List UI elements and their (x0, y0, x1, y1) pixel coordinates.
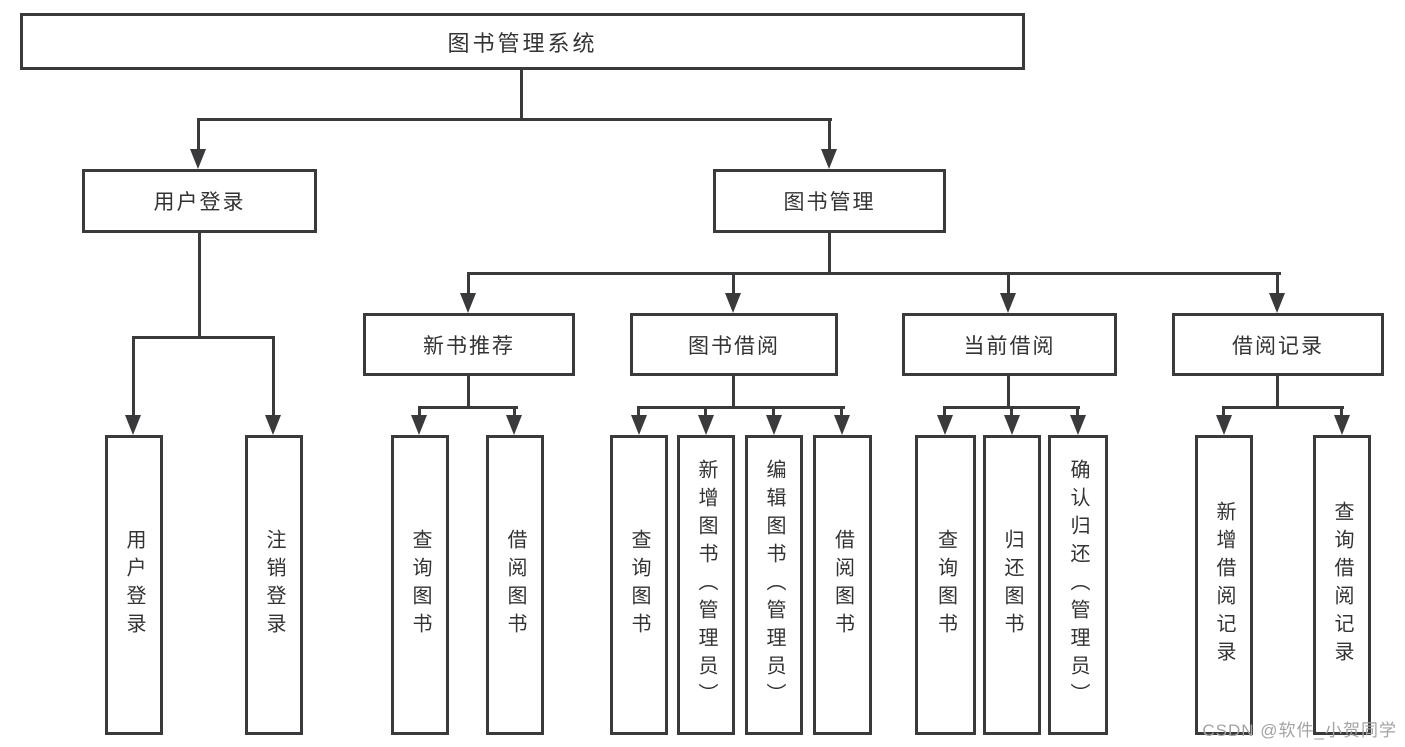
node-current-borrowing: 当前借阅 (902, 313, 1117, 376)
leaf-bb-add-book-admin: 新增图书（管理员） (677, 435, 735, 735)
node-current-borrowing-label: 当前借阅 (963, 334, 1056, 358)
connector-vline (513, 406, 516, 418)
connector-vline (637, 406, 640, 418)
connector-vline (704, 406, 707, 418)
connector-vline (840, 406, 843, 418)
connector-vline (1076, 406, 1079, 418)
arrowhead-down-icon (125, 415, 141, 435)
connector-vline (467, 272, 470, 296)
node-book-borrowing-label: 图书借阅 (688, 334, 780, 358)
arrowhead-down-icon (1269, 293, 1285, 313)
leaf-logout-login: 注销登录 (245, 435, 303, 735)
leaf-cb-query-books: 查询图书 (915, 435, 976, 735)
connector-vline (1276, 272, 1279, 296)
connector-vline (828, 233, 831, 275)
arrowhead-down-icon (937, 415, 953, 435)
connector-vline (1276, 376, 1279, 409)
connector-vline (520, 70, 523, 118)
connector-vline (198, 233, 201, 339)
leaf-logout-login-label: 注销登录 (263, 529, 285, 641)
leaf-br-query-borrow-record-label: 查询借阅记录 (1331, 501, 1353, 669)
connector-hline (132, 336, 275, 339)
connector-hline (467, 272, 1281, 275)
connector-hline (637, 406, 845, 409)
leaf-br-query-borrow-record: 查询借阅记录 (1313, 435, 1371, 735)
leaf-nbr-borrow-books: 借阅图书 (486, 435, 544, 735)
leaf-user-login: 用户登录 (105, 435, 163, 735)
connector-hline (197, 118, 832, 121)
connector-vline (197, 118, 200, 151)
connector-vline (1222, 406, 1225, 418)
arrowhead-down-icon (1000, 293, 1016, 313)
node-user-login-label: 用户登录 (153, 191, 246, 214)
leaf-cb-confirm-return-admin: 确认归还（管理员） (1048, 435, 1108, 735)
arrowhead-down-icon (725, 293, 741, 313)
arrowhead-down-icon (411, 415, 427, 435)
node-book-borrowing: 图书借阅 (630, 313, 838, 376)
connector-vline (828, 118, 831, 151)
arrowhead-down-icon (1334, 415, 1350, 435)
arrowhead-down-icon (190, 149, 206, 169)
connector-vline (272, 336, 275, 418)
leaf-cb-return-books: 归还图书 (983, 435, 1041, 735)
connector-hline (418, 406, 518, 409)
leaf-bb-borrow-books: 借阅图书 (813, 435, 872, 735)
leaf-bb-add-book-admin-label: 新增图书（管理员） (695, 459, 717, 711)
arrowhead-down-icon (1070, 415, 1086, 435)
connector-vline (132, 336, 135, 418)
node-new-book-recommend: 新书推荐 (363, 313, 575, 376)
node-root: 图书管理系统 (20, 13, 1025, 70)
connector-vline (732, 376, 735, 409)
watermark: CSDN @软件_小贺同学 (1202, 721, 1397, 740)
connector-vline (467, 376, 470, 409)
connector-vline (418, 406, 421, 418)
arrowhead-down-icon (460, 293, 476, 313)
connector-vline (732, 272, 735, 296)
arrowhead-down-icon (766, 415, 782, 435)
leaf-bb-borrow-books-label: 借阅图书 (831, 529, 854, 641)
node-borrowing-records-label: 借阅记录 (1232, 334, 1324, 358)
leaf-cb-query-books-label: 查询图书 (934, 529, 957, 641)
node-new-book-recommend-label: 新书推荐 (423, 334, 515, 358)
node-book-management-label: 图书管理 (783, 191, 876, 214)
leaf-nbr-query-books: 查询图书 (391, 435, 449, 735)
arrowhead-down-icon (821, 149, 837, 169)
arrowhead-down-icon (506, 415, 522, 435)
leaf-bb-query-books: 查询图书 (610, 435, 668, 735)
arrowhead-down-icon (1216, 415, 1232, 435)
connector-vline (1340, 406, 1343, 418)
connector-vline (943, 406, 946, 418)
leaf-br-add-borrow-record: 新增借阅记录 (1195, 435, 1253, 735)
connector-vline (1007, 272, 1010, 296)
leaf-user-login-label: 用户登录 (123, 529, 145, 641)
arrowhead-down-icon (631, 415, 647, 435)
leaf-nbr-borrow-books-label: 借阅图书 (504, 529, 526, 641)
node-borrowing-records: 借阅记录 (1172, 313, 1384, 376)
leaf-nbr-query-books-label: 查询图书 (409, 529, 431, 641)
leaf-bb-edit-book-admin-label: 编辑图书（管理员） (763, 459, 785, 711)
leaf-cb-confirm-return-admin-label: 确认归还（管理员） (1067, 459, 1089, 711)
connector-vline (1010, 406, 1013, 418)
arrowhead-down-icon (698, 415, 714, 435)
connector-hline (1222, 406, 1344, 409)
connector-vline (772, 406, 775, 418)
arrowhead-down-icon (1004, 415, 1020, 435)
connector-vline (1007, 376, 1010, 409)
leaf-bb-query-books-label: 查询图书 (628, 529, 650, 641)
node-book-management: 图书管理 (713, 169, 946, 233)
leaf-br-add-borrow-record-label: 新增借阅记录 (1213, 501, 1235, 669)
leaf-bb-edit-book-admin: 编辑图书（管理员） (745, 435, 803, 735)
node-root-label: 图书管理系统 (447, 30, 598, 56)
node-user-login: 用户登录 (82, 169, 317, 233)
arrowhead-down-icon (834, 415, 850, 435)
arrowhead-down-icon (265, 415, 281, 435)
leaf-cb-return-books-label: 归还图书 (1001, 529, 1023, 641)
